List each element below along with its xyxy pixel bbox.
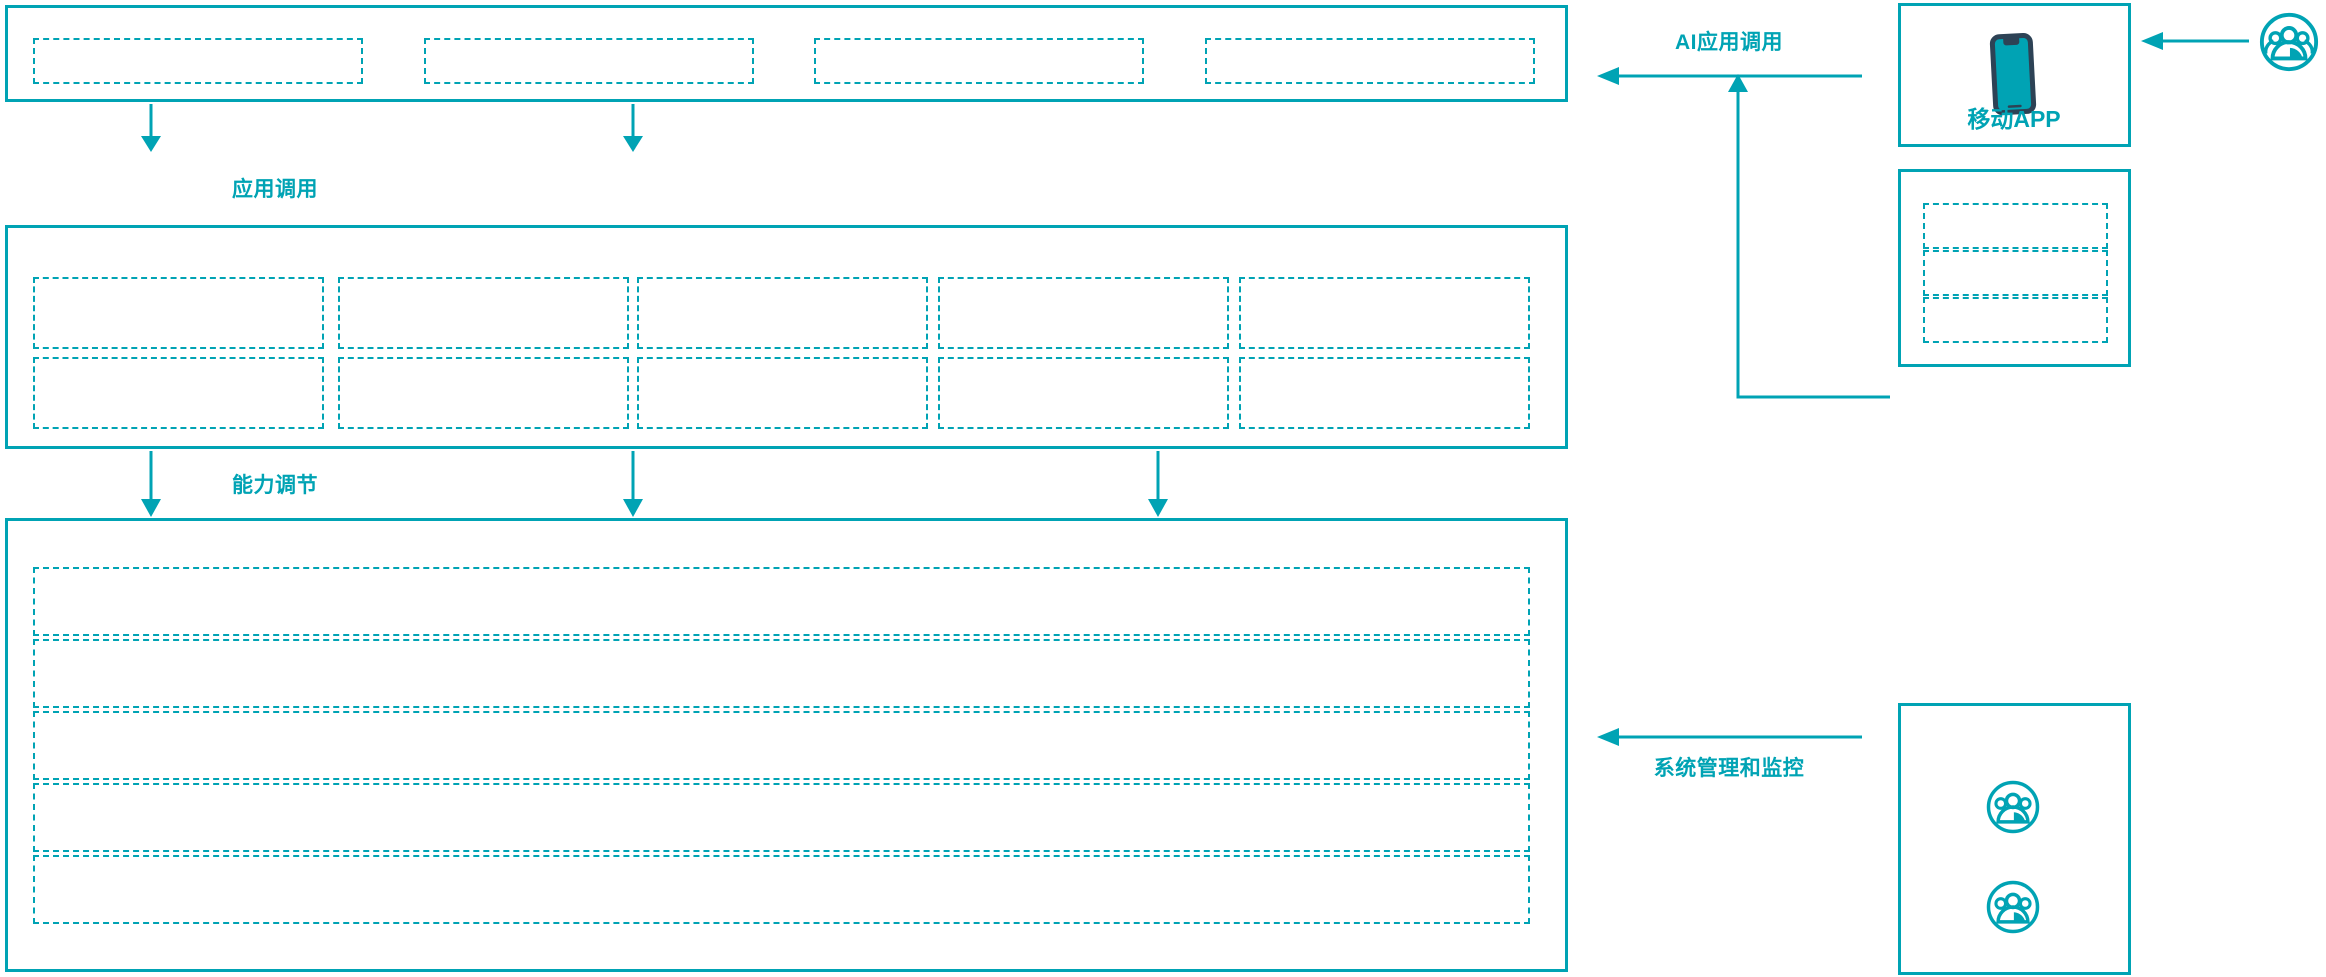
- client-cell-2[interactable]: [1923, 250, 2108, 296]
- mobile-app-caption: 移动APP: [1967, 106, 2061, 132]
- cap-r1-c3[interactable]: [637, 277, 928, 349]
- plat-row-1[interactable]: [33, 567, 1530, 636]
- operator-icon-2[interactable]: [1985, 879, 2041, 935]
- client-cell-1[interactable]: [1923, 203, 2108, 249]
- arrow-capability-to-platform-3: [1145, 451, 1171, 517]
- flow-label-system-manage-monitor: 系统管理和监控: [1653, 757, 1805, 780]
- plat-row-4[interactable]: [33, 783, 1530, 852]
- plat-row-2[interactable]: [33, 639, 1530, 708]
- end-user-actor[interactable]: [2258, 11, 2320, 73]
- cap-r2-c2[interactable]: [338, 357, 629, 429]
- arrow-capability-to-platform-2: [620, 451, 646, 517]
- platform-layer-panel[interactable]: [5, 518, 1568, 972]
- cap-r2-c4[interactable]: [938, 357, 1229, 429]
- arrow-app-to-capability-1: [138, 104, 164, 152]
- arrow-app-to-capability-2: [620, 104, 646, 152]
- flow-label-app-invoke: 应用调用: [232, 178, 318, 201]
- cap-r2-c3[interactable]: [637, 357, 928, 429]
- client-list-panel[interactable]: [1898, 169, 2131, 367]
- plat-row-5[interactable]: [33, 855, 1530, 924]
- app-cell-1[interactable]: [33, 38, 363, 84]
- smartphone-icon: [1985, 31, 2045, 117]
- arrow-ai-app-invoke: [1597, 66, 1862, 86]
- users-group-icon: [2259, 12, 2319, 72]
- client-cell-3[interactable]: [1923, 297, 2108, 343]
- plat-row-3[interactable]: [33, 711, 1530, 780]
- cap-r1-c4[interactable]: [938, 277, 1229, 349]
- flow-label-ai-app-invoke: AI应用调用: [1675, 31, 1783, 54]
- cap-r1-c1[interactable]: [33, 277, 324, 349]
- cap-r1-c2[interactable]: [338, 277, 629, 349]
- arrow-capability-to-platform-1: [138, 451, 164, 517]
- users-group-icon: [1986, 880, 2040, 934]
- app-cell-4[interactable]: [1205, 38, 1535, 84]
- flow-label-capability-tune: 能力调节: [232, 474, 318, 497]
- app-cell-2[interactable]: [424, 38, 754, 84]
- arrow-user-to-mobile-app: [2141, 31, 2249, 51]
- arrow-client-list-to-ai-line: [1725, 60, 1890, 400]
- cap-r2-c1[interactable]: [33, 357, 324, 429]
- arrow-system-manage-monitor: [1597, 727, 1862, 747]
- capability-layer-panel[interactable]: [5, 225, 1568, 449]
- app-cell-3[interactable]: [814, 38, 1144, 84]
- cap-r2-c5[interactable]: [1239, 357, 1530, 429]
- cap-r1-c5[interactable]: [1239, 277, 1530, 349]
- operator-icon-1[interactable]: [1985, 779, 2041, 835]
- operators-panel[interactable]: [1898, 703, 2131, 975]
- users-group-icon: [1986, 780, 2040, 834]
- application-layer-panel[interactable]: [5, 5, 1568, 102]
